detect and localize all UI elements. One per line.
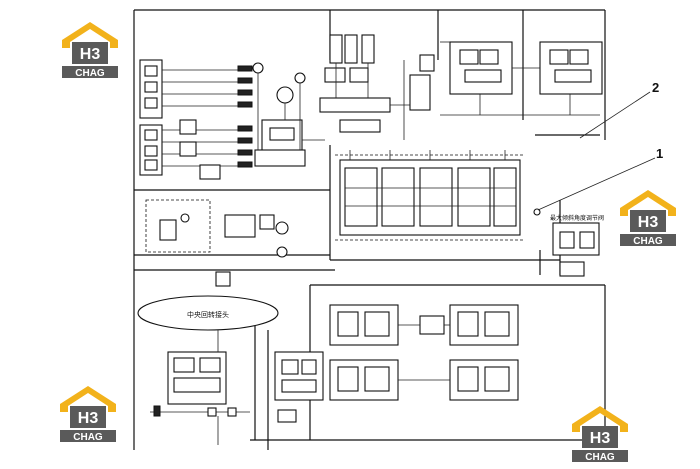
center-swivel-joint: 中央回转接头 bbox=[137, 295, 279, 331]
watermark-logo-bottom-left: H3 CHAG bbox=[56, 384, 120, 444]
watermark-logo-right: H3 CHAG bbox=[616, 188, 680, 248]
travel-valve-stack bbox=[150, 330, 250, 445]
accumulator-group bbox=[319, 34, 420, 140]
callout-1: 1 bbox=[656, 146, 663, 161]
logo-mark-icon: H3 CHAG bbox=[62, 22, 118, 79]
logo-mark-icon: H3 CHAG bbox=[620, 190, 676, 247]
callout-2: 2 bbox=[652, 80, 659, 95]
watermark-logo-top-left: H3 CHAG bbox=[58, 20, 122, 80]
travel-motor-modules bbox=[409, 41, 603, 116]
svg-text:CHAG: CHAG bbox=[633, 236, 663, 247]
logo-mark-icon: H3 CHAG bbox=[60, 386, 116, 443]
track-motor-assemblies bbox=[329, 304, 519, 401]
svg-text:H3: H3 bbox=[78, 410, 99, 427]
svg-text:CHAG: CHAG bbox=[73, 432, 103, 443]
callout-leaders: 2 1 bbox=[537, 80, 663, 211]
box-label: 最大倾斜角度调节阀 bbox=[550, 214, 604, 222]
svg-text:CHAG: CHAG bbox=[75, 68, 105, 79]
watermark-logo-bottom-right: H3 CHAG bbox=[568, 404, 632, 464]
svg-text:CHAG: CHAG bbox=[585, 452, 615, 463]
pump-regulator-block bbox=[252, 62, 325, 167]
svg-text:H3: H3 bbox=[638, 214, 659, 231]
max-tilt-angle-valve: 最大倾斜角度调节阀 bbox=[533, 208, 604, 277]
pilot-valve-bank bbox=[139, 59, 253, 180]
main-control-valve bbox=[335, 150, 525, 241]
swing-motor-group bbox=[145, 199, 289, 287]
svg-text:H3: H3 bbox=[590, 430, 611, 447]
logo-mark-icon: H3 CHAG bbox=[572, 406, 628, 463]
svg-text:H3: H3 bbox=[80, 46, 101, 63]
brake-valve-group bbox=[274, 351, 324, 423]
bus-label: 中央回转接头 bbox=[187, 310, 229, 319]
